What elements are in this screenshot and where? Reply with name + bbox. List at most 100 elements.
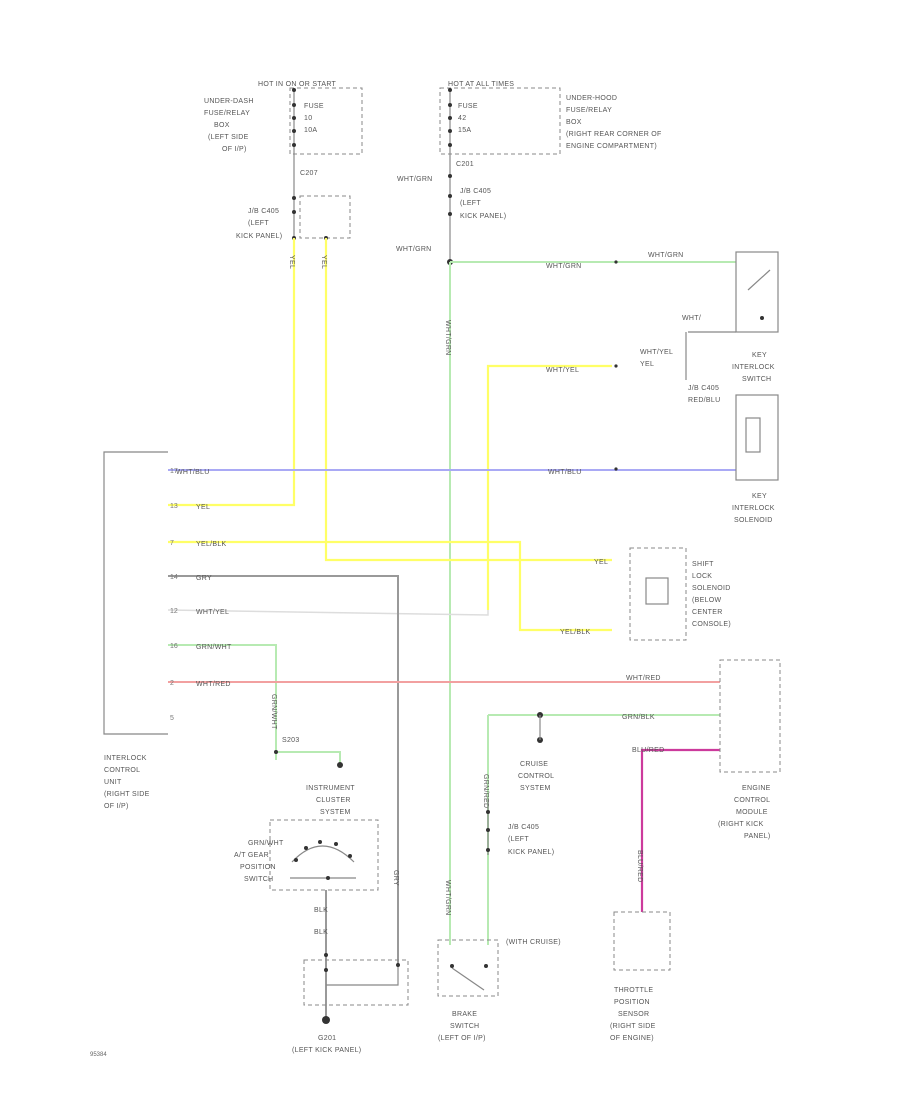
svg-text:SOLENOID: SOLENOID <box>734 517 773 524</box>
svg-text:FUSE/RELAY: FUSE/RELAY <box>566 107 612 114</box>
svg-text:YEL: YEL <box>594 559 608 566</box>
wire-yel-shiftlock <box>324 238 612 562</box>
ground-junction-box <box>303 959 409 1006</box>
svg-text:WHT/YEL: WHT/YEL <box>546 367 579 374</box>
engine-control-module-label: ENGINE CONTROL MODULE (RIGHT KICK PANEL) <box>718 785 771 840</box>
throttle-sensor-label: THROTTLE POSITION SENSOR (RIGHT SIDE OF … <box>610 987 655 1042</box>
svg-text:7: 7 <box>170 540 174 547</box>
wire-grn-wht <box>168 644 277 760</box>
svg-text:WHT/: WHT/ <box>682 315 701 322</box>
svg-text:FUSE/RELAY: FUSE/RELAY <box>204 110 250 117</box>
interlock-control-unit-box <box>103 451 168 735</box>
svg-text:14: 14 <box>170 574 178 581</box>
svg-text:BLK: BLK <box>314 907 328 914</box>
fuse-left-location: UNDER-DASH FUSE/RELAY BOX (LEFT SIDE OF … <box>204 98 253 153</box>
brake-switch-box <box>437 939 499 997</box>
svg-text:(LEFT SIDE: (LEFT SIDE <box>208 134 249 141</box>
svg-text:THROTTLE: THROTTLE <box>614 987 653 994</box>
svg-text:SHIFT: SHIFT <box>692 561 714 568</box>
svg-text:YEL: YEL <box>640 361 654 368</box>
svg-text:WHT/BLU: WHT/BLU <box>176 469 210 476</box>
cruise-note: (WITH CRUISE) <box>506 939 561 946</box>
brake-switch-contact-icon <box>451 967 485 991</box>
svg-text:BLU/RED: BLU/RED <box>632 747 664 754</box>
joint-left-box <box>299 195 351 239</box>
svg-text:WHT/BLU: WHT/BLU <box>548 469 582 476</box>
connector-c207: C207 <box>300 170 318 177</box>
svg-text:INTERLOCK: INTERLOCK <box>732 505 775 512</box>
svg-text:GRN/WHT: GRN/WHT <box>248 840 284 847</box>
gear-position-arc-icon <box>291 845 355 863</box>
svg-text:(BELOW: (BELOW <box>692 597 722 604</box>
fuse-right-header: HOT AT ALL TIMES <box>448 81 514 88</box>
svg-text:YEL: YEL <box>288 255 295 269</box>
connector-c201: C201 <box>456 161 474 168</box>
svg-text:ENGINE: ENGINE <box>742 785 771 792</box>
svg-text:SWITCH: SWITCH <box>450 1023 479 1030</box>
wire-yel-left <box>168 238 296 507</box>
wire-gry <box>168 575 399 965</box>
svg-text:5: 5 <box>170 715 174 722</box>
at-gear-switch-box <box>269 819 379 891</box>
svg-text:INTERLOCK: INTERLOCK <box>104 755 147 762</box>
svg-text:UNDER-HOOD: UNDER-HOOD <box>566 95 617 102</box>
key-interlock-solenoid-box <box>735 394 779 481</box>
svg-text:A/T GEAR: A/T GEAR <box>234 852 269 859</box>
svg-text:KEY: KEY <box>752 352 767 359</box>
fuse-left-rating: FUSE 10 10A <box>304 103 324 134</box>
svg-text:POSITION: POSITION <box>240 864 276 871</box>
svg-text:YEL/BLK: YEL/BLK <box>560 629 591 636</box>
svg-text:16: 16 <box>170 643 178 650</box>
svg-text:YEL: YEL <box>320 255 327 269</box>
svg-text:10: 10 <box>304 115 312 122</box>
key-interlock-switch-label: KEY INTERLOCK SWITCH <box>732 352 774 383</box>
svg-text:GRN/RED: GRN/RED <box>482 774 489 808</box>
svg-text:10A: 10A <box>304 127 317 134</box>
throttle-sensor-box <box>613 911 671 971</box>
svg-text:FUSE: FUSE <box>458 103 478 110</box>
svg-text:BLK: BLK <box>314 929 328 936</box>
svg-text:CONSOLE): CONSOLE) <box>692 621 731 628</box>
svg-text:(RIGHT SIDE: (RIGHT SIDE <box>104 791 150 798</box>
svg-text:WHT/GRN: WHT/GRN <box>648 252 684 259</box>
svg-text:42: 42 <box>458 115 466 122</box>
svg-text:CONTROL: CONTROL <box>518 773 554 780</box>
svg-text:PANEL): PANEL) <box>744 833 771 840</box>
svg-text:CONTROL: CONTROL <box>734 797 770 804</box>
solenoid-coil-icon <box>745 417 761 453</box>
shift-lock-coil-icon <box>645 577 669 605</box>
svg-text:SYSTEM: SYSTEM <box>320 809 351 816</box>
svg-text:J/B C405: J/B C405 <box>508 824 539 831</box>
svg-text:MODULE: MODULE <box>736 809 768 816</box>
svg-text:OF I/P): OF I/P) <box>104 803 129 810</box>
joint-left-label: J/B C405 (LEFT KICK PANEL) <box>236 208 282 240</box>
shift-lock-solenoid-label: SHIFT LOCK SOLENOID (BELOW CENTER CONSOL… <box>692 561 731 628</box>
svg-text:KEY: KEY <box>752 493 767 500</box>
svg-text:WHT/GRN: WHT/GRN <box>444 880 451 916</box>
wire-wht-yel-interlock <box>486 364 612 610</box>
svg-text:G201: G201 <box>318 1035 336 1042</box>
key-interlock-switch-box <box>735 251 779 333</box>
ground-icon <box>322 1016 330 1024</box>
svg-text:GRY: GRY <box>392 870 399 886</box>
svg-text:(LEFT KICK PANEL): (LEFT KICK PANEL) <box>292 1047 361 1054</box>
svg-text:J/B C405: J/B C405 <box>688 385 719 392</box>
svg-text:(RIGHT REAR CORNER OF: (RIGHT REAR CORNER OF <box>566 131 662 138</box>
ground-label: G201 (LEFT KICK PANEL) <box>292 1035 361 1054</box>
splice-s203: S203 <box>282 737 300 744</box>
svg-text:2: 2 <box>170 680 174 687</box>
svg-text:BLU/RED: BLU/RED <box>636 850 643 882</box>
svg-text:INSTRUMENT: INSTRUMENT <box>306 785 355 792</box>
svg-text:GRN/WHT: GRN/WHT <box>270 694 277 730</box>
svg-text:SENSOR: SENSOR <box>618 1011 649 1018</box>
svg-text:BRAKE: BRAKE <box>452 1011 477 1018</box>
svg-text:SYSTEM: SYSTEM <box>520 785 551 792</box>
fuse-right-rating: FUSE 42 15A <box>458 103 478 134</box>
svg-text:OF ENGINE): OF ENGINE) <box>610 1035 654 1042</box>
wire-blu-red-throttle <box>640 748 720 912</box>
svg-text:17: 17 <box>170 468 178 475</box>
svg-text:BOX: BOX <box>214 122 230 129</box>
svg-text:WHT/GRN: WHT/GRN <box>546 263 582 270</box>
svg-text:WHT/GRN: WHT/GRN <box>444 320 451 356</box>
